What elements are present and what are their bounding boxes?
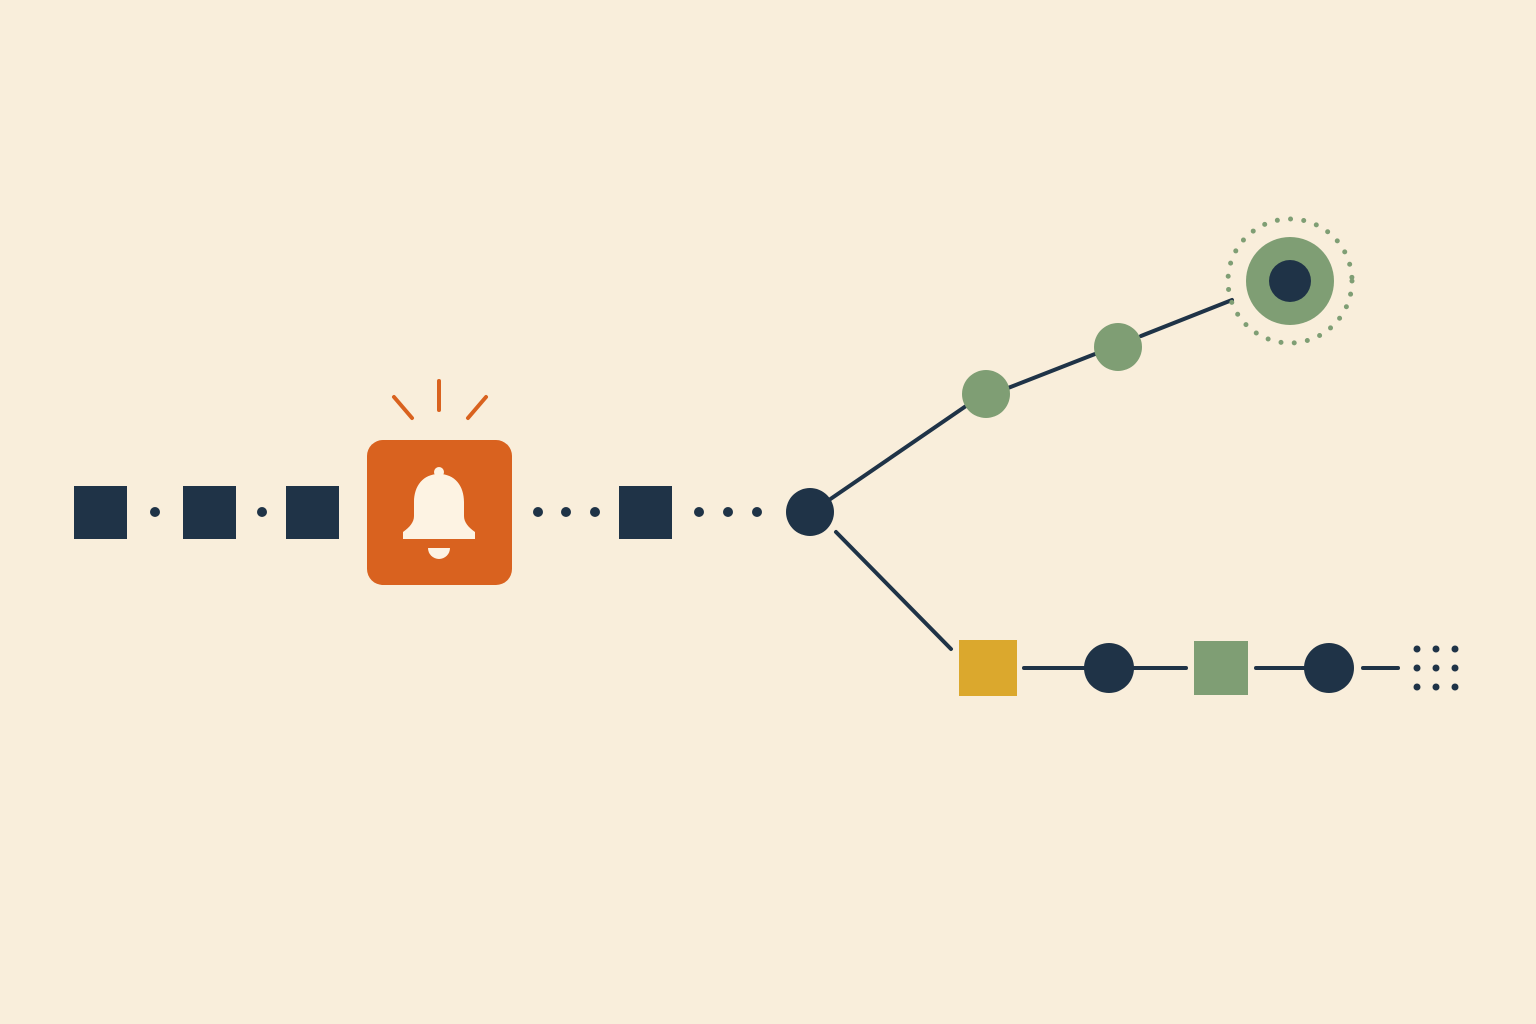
target-icon [1225,216,1355,346]
branch-node [786,488,834,536]
connector-dot [694,507,704,517]
lower-node-circle-1 [1084,643,1134,693]
bell-icon [403,467,475,559]
target-center [1269,260,1311,302]
alert-node [367,379,512,585]
connector-dot [752,507,762,517]
connector-dot [257,507,267,517]
connector-dot [723,507,733,517]
node-square-2 [183,486,236,539]
lower-node-square-green [1194,641,1248,695]
connector-dot [533,507,543,517]
upper-node-2 [1094,323,1142,371]
connector-dot [590,507,600,517]
connector-dot [561,507,571,517]
dot-grid-icon [1413,645,1459,691]
connector-dot [150,507,160,517]
node-square-4 [619,486,672,539]
upper-node-1 [962,370,1010,418]
ringing-rays-icon [392,379,488,420]
lower-node-circle-2 [1304,643,1354,693]
node-square-1 [74,486,127,539]
target-halo [1225,216,1355,346]
node-square-3 [286,486,339,539]
lower-node-square-yellow [959,640,1017,696]
connector-lines [827,298,1400,670]
